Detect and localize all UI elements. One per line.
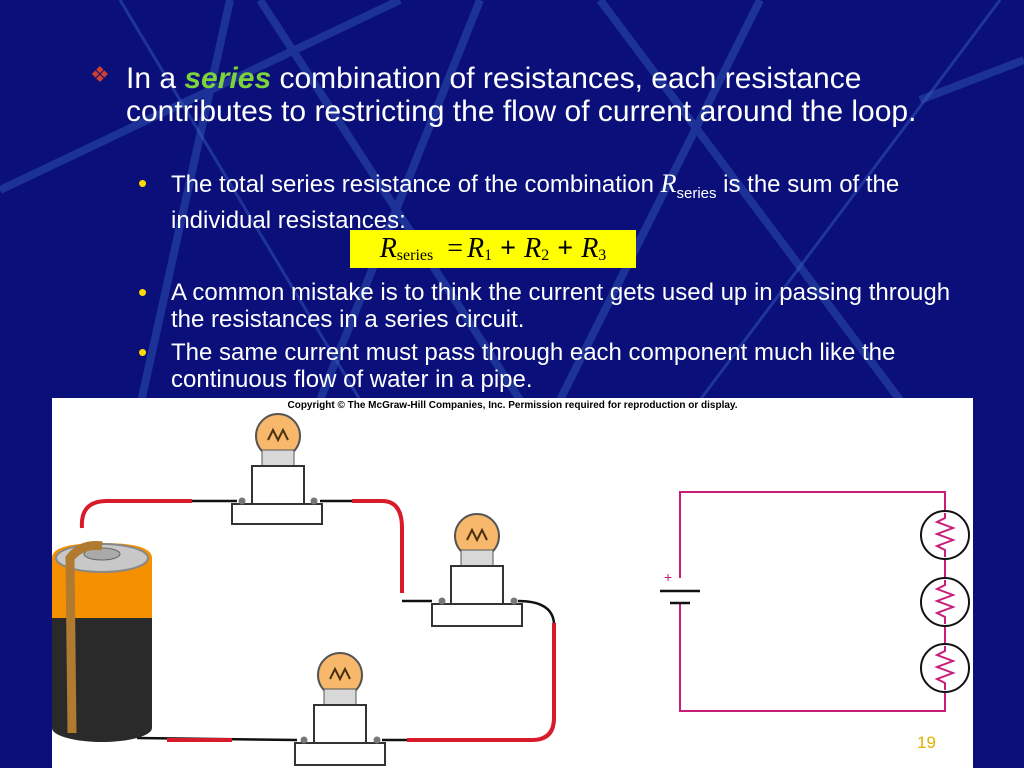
light-bulb-icon xyxy=(231,413,323,525)
sub-bullet-same-current: The same current must pass through each … xyxy=(171,339,896,393)
sub-bullet-text: The total series resistance of the combi… xyxy=(171,171,661,198)
bullet-rest: combination of resistances, each resista… xyxy=(126,62,917,128)
diamond-bullet-icon: ❖ xyxy=(90,62,110,87)
formula-r1: R xyxy=(467,233,485,264)
bullet-dot-icon: • xyxy=(138,168,148,198)
battery-icon xyxy=(52,541,152,742)
page-number: 19 xyxy=(917,733,936,752)
bullet-dot-icon: • xyxy=(138,277,148,307)
battery-plus-label: + xyxy=(664,569,672,585)
copyright-notice: Copyright © The McGraw-Hill Companies, I… xyxy=(287,400,738,411)
r-subscript: series xyxy=(676,184,717,202)
formula-r3-sub: 3 xyxy=(598,247,607,264)
formula-plus: + xyxy=(500,233,517,264)
light-bulb-icon xyxy=(294,652,386,766)
circuit-illustration: + xyxy=(52,413,970,766)
circuit-figure: Copyright © The McGraw-Hill Companies, I… xyxy=(52,398,973,768)
bullet-dot-icon: • xyxy=(138,337,148,367)
bullet-prefix: In a xyxy=(126,62,185,95)
formula-lhs-sub: series xyxy=(396,247,434,264)
sub-bullet-text: is the sum of the individual resistances… xyxy=(171,171,900,234)
formula-r2-sub: 2 xyxy=(541,247,550,264)
formula-r1-sub: 1 xyxy=(484,247,493,264)
series-emphasis: series xyxy=(184,62,272,95)
resistor-icon xyxy=(920,510,970,560)
formula-equals: = xyxy=(447,233,464,264)
formula-plus: + xyxy=(557,233,574,264)
resistor-icon xyxy=(920,643,970,693)
sub-bullet-total-resistance: The total series resistance of the combi… xyxy=(171,170,961,234)
light-bulb-icon xyxy=(431,513,523,627)
main-bullet: In a series combination of resistances, … xyxy=(126,62,966,128)
resistor-icon xyxy=(920,577,970,627)
r-symbol: R xyxy=(660,169,677,198)
series-circuit-schematic xyxy=(660,491,970,712)
formula-r3: R xyxy=(581,233,599,264)
sub-bullet-common-mistake: A common mistake is to think the current… xyxy=(171,279,951,333)
formula-lhs: R xyxy=(379,233,397,264)
formula-r2: R xyxy=(524,233,542,264)
